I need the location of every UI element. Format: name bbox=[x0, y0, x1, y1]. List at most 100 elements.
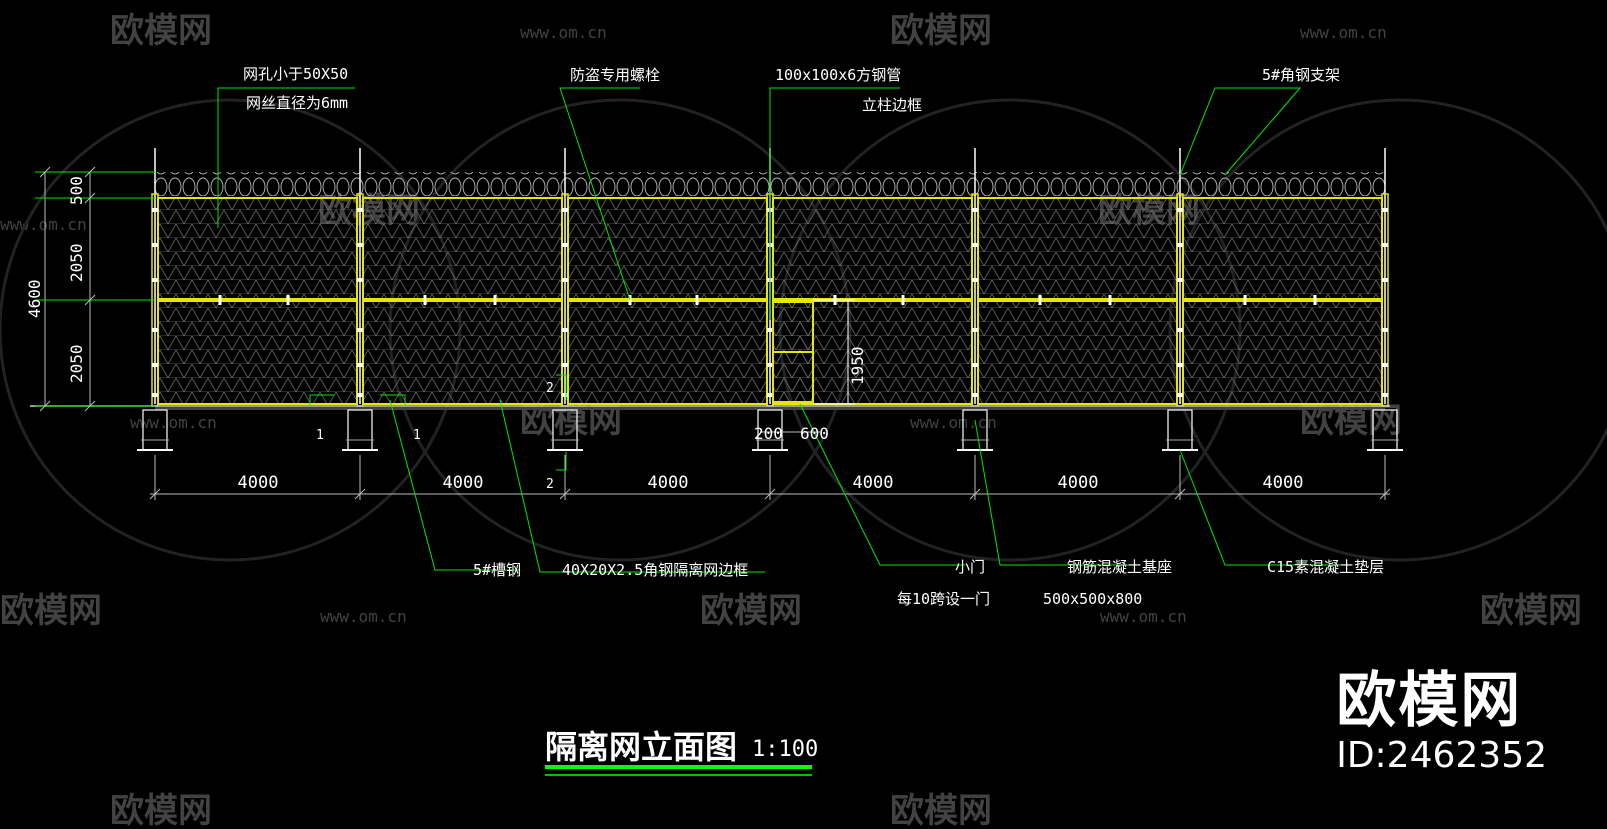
bolt-tick bbox=[423, 295, 427, 305]
leader-cushion bbox=[1179, 449, 1345, 566]
bolt-tick bbox=[218, 295, 222, 305]
label-angle-brace: 5#角钢支架 bbox=[1262, 66, 1340, 84]
watermark-brand: 欧模网 bbox=[890, 11, 992, 51]
post-clip bbox=[562, 393, 568, 397]
bolt-tick bbox=[1313, 295, 1317, 305]
dim-top: 500 bbox=[67, 176, 86, 205]
label-base-size: 500x500x800 bbox=[1043, 590, 1142, 608]
dim-gate-offset: 200 bbox=[754, 424, 783, 443]
leader-channel bbox=[389, 399, 520, 571]
post-clip bbox=[1382, 363, 1388, 367]
dim-bay-3: 4000 bbox=[648, 473, 689, 493]
leader-angle-frame bbox=[499, 399, 765, 573]
concrete-base bbox=[1167, 409, 1193, 451]
ground-hatch bbox=[155, 407, 1385, 410]
post-clip bbox=[357, 278, 363, 282]
post-clip bbox=[1382, 278, 1388, 282]
dim-tick bbox=[764, 488, 776, 500]
post-clip bbox=[357, 328, 363, 332]
dimension-lines bbox=[35, 166, 1391, 500]
label-mesh-size: 网孔小于50X50 bbox=[243, 65, 348, 83]
post-clip bbox=[152, 393, 158, 397]
post-clip bbox=[1177, 278, 1183, 282]
label-cushion: C15素混凝土垫层 bbox=[1267, 558, 1384, 576]
dim-gate-height: 1950 bbox=[848, 346, 867, 385]
section-2b bbox=[556, 452, 567, 471]
dim-upper: 2050 bbox=[67, 243, 86, 282]
post-clip bbox=[1177, 328, 1183, 332]
watermark-url: www.om.cn bbox=[320, 607, 407, 626]
dim-gate-width: 600 bbox=[800, 424, 829, 443]
post-clip bbox=[357, 208, 363, 212]
leader-mesh bbox=[217, 87, 355, 228]
bolt-tick bbox=[901, 295, 905, 305]
post-clip bbox=[562, 208, 568, 212]
post-clip bbox=[1382, 208, 1388, 212]
post-clip bbox=[767, 328, 773, 332]
dim-tick bbox=[149, 488, 161, 500]
post-clip bbox=[767, 363, 773, 367]
watermark-url: www.om.cn bbox=[910, 413, 997, 432]
dim-tick bbox=[354, 488, 366, 500]
brand-id: ID:2462352 bbox=[1336, 735, 1547, 776]
post-clip bbox=[562, 363, 568, 367]
post-clip bbox=[1177, 208, 1183, 212]
drawing-title: 隔离网立面图 bbox=[545, 728, 737, 766]
watermark-brand: 欧模网 bbox=[700, 591, 802, 631]
label-post-frame: 立柱边框 bbox=[862, 96, 922, 114]
watermark-url: www.om.cn bbox=[1100, 607, 1187, 626]
bolt-tick bbox=[1243, 295, 1247, 305]
post-clip bbox=[1177, 393, 1183, 397]
watermark-brand: 欧模网 bbox=[110, 791, 212, 829]
label-gate-note: 每10跨设一门 bbox=[897, 590, 990, 608]
watermark-url: www.om.cn bbox=[130, 413, 217, 432]
label-base: 钢筋混凝土基座 bbox=[1067, 558, 1172, 576]
dim-tick bbox=[39, 400, 51, 412]
dim-tick bbox=[84, 400, 96, 412]
section-mark-2a: 2 bbox=[546, 381, 554, 396]
drawing-title-block: 隔离网立面图 1:100 bbox=[545, 728, 818, 776]
post-clip bbox=[562, 328, 568, 332]
post-clip bbox=[1382, 328, 1388, 332]
foundation-bases bbox=[30, 405, 1403, 451]
label-bolt: 防盗专用螺栓 bbox=[570, 66, 660, 84]
annotation-leaders bbox=[217, 87, 1345, 573]
dim-tick bbox=[1174, 488, 1186, 500]
bolt-tick bbox=[1108, 295, 1112, 305]
post-clip bbox=[1382, 243, 1388, 247]
dim-tick bbox=[969, 488, 981, 500]
dim-tick bbox=[84, 166, 96, 178]
watermark-brand: 欧模网 bbox=[110, 11, 212, 51]
section-mark-1b: 1 bbox=[413, 428, 421, 443]
label-gate: 小门 bbox=[955, 558, 985, 576]
leader-gate bbox=[799, 403, 965, 566]
dim-bay-6: 4000 bbox=[1263, 473, 1304, 493]
bolt-tick bbox=[695, 295, 699, 305]
post-clip bbox=[1382, 393, 1388, 397]
dim-tick bbox=[559, 488, 571, 500]
post-clip bbox=[1177, 363, 1183, 367]
post-clip bbox=[972, 243, 978, 247]
watermark-url: www.om.cn bbox=[1300, 23, 1387, 42]
dim-tick bbox=[84, 294, 96, 306]
bolt-tick bbox=[1038, 295, 1042, 305]
watermark-brand: 欧模网 bbox=[890, 791, 992, 829]
dim-tick bbox=[39, 166, 51, 178]
leader-brace bbox=[1179, 87, 1302, 176]
dim-total: 4600 bbox=[25, 279, 44, 318]
dim-lower: 2050 bbox=[67, 344, 86, 383]
dim-tick bbox=[84, 192, 96, 204]
post-clip bbox=[972, 208, 978, 212]
post-clip bbox=[357, 393, 363, 397]
leader-base bbox=[974, 419, 1135, 566]
post-clip bbox=[152, 278, 158, 282]
bolt-tick bbox=[286, 295, 290, 305]
watermark-brand: 欧模网 bbox=[0, 591, 102, 631]
post-clip bbox=[357, 363, 363, 367]
watermark-url: www.om.cn bbox=[0, 215, 87, 234]
section-1b bbox=[380, 394, 406, 406]
watermark-url: www.om.cn bbox=[520, 23, 607, 42]
post-clip bbox=[152, 363, 158, 367]
label-post-pipe: 100x100x6方钢管 bbox=[775, 66, 901, 84]
